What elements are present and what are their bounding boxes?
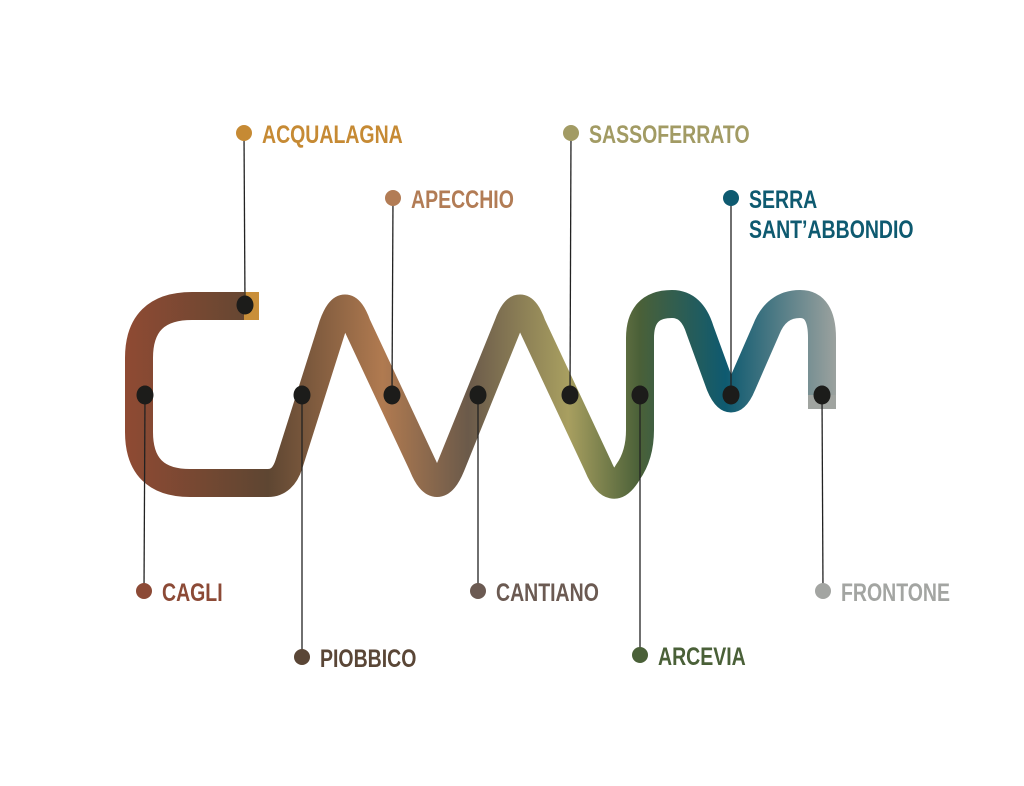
route-stop-dot-icon <box>469 385 487 405</box>
stop-label: APECCHIO <box>411 186 514 214</box>
route-stop-dot-icon <box>293 385 311 405</box>
label-dot-icon <box>236 125 252 141</box>
stop-arcevia: ARCEVIA <box>631 385 746 671</box>
leader-line <box>391 197 394 396</box>
leader-line <box>821 394 824 592</box>
leader-line <box>569 132 572 396</box>
route-stop-dot-icon <box>561 385 579 405</box>
stop-label: ARCEVIA <box>658 643 746 671</box>
label-dot-icon <box>470 583 486 599</box>
leader-line <box>243 132 246 306</box>
stop-label: FRONTONE <box>841 579 950 607</box>
stop-label: CANTIANO <box>496 579 599 607</box>
stop-apecchio: APECCHIO <box>383 186 514 405</box>
stop-label: SANT’ABBONDIO <box>749 216 914 244</box>
stop-cantiano: CANTIANO <box>469 385 599 607</box>
route-stop-dot-icon <box>722 385 740 405</box>
stop-label: SASSOFERRATO <box>589 121 750 149</box>
stop-frontone: FRONTONE <box>813 385 950 607</box>
route-stop-dot-icon <box>813 385 831 405</box>
route-stop-dot-icon <box>383 385 401 405</box>
stop-label: PIOBBICO <box>320 645 416 673</box>
label-dot-icon <box>815 583 831 599</box>
stop-acqualagna: ACQUALAGNA <box>236 121 403 315</box>
stop-label: SERRA <box>749 186 817 214</box>
stop-cagli: CAGLI <box>136 385 223 607</box>
stop-piobbico: PIOBBICO <box>293 385 416 673</box>
label-dot-icon <box>632 647 648 663</box>
stop-label: CAGLI <box>162 579 223 607</box>
label-dot-icon <box>294 649 310 665</box>
route-stop-dot-icon <box>136 385 154 405</box>
label-dot-icon <box>723 190 739 206</box>
route-stop-dot-icon <box>236 295 254 315</box>
label-dot-icon <box>385 190 401 206</box>
label-dot-icon <box>136 583 152 599</box>
stop-sassoferrato: SASSOFERRATO <box>561 121 750 405</box>
label-dot-icon <box>563 125 579 141</box>
leader-line <box>143 394 146 592</box>
route-stop-dot-icon <box>631 385 649 405</box>
stop-label: ACQUALAGNA <box>262 121 403 149</box>
